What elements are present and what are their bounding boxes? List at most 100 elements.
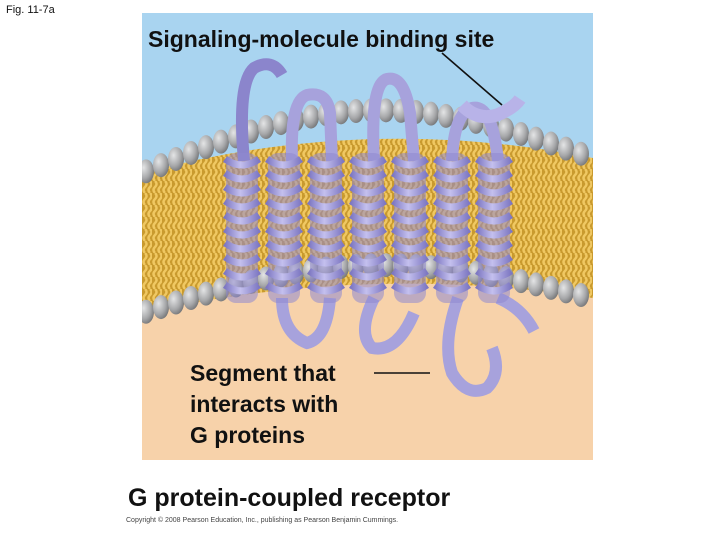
helix-turn — [432, 156, 472, 169]
binding-site-loop — [457, 95, 526, 124]
helix-turn — [348, 268, 388, 281]
phospholipid-head — [438, 103, 454, 128]
receptor-protein — [235, 58, 540, 397]
helix-turn — [306, 156, 346, 169]
helix-turn — [306, 170, 346, 183]
phospholipid-head — [543, 275, 559, 300]
helix-turn — [348, 226, 388, 239]
membrane-diagram — [142, 13, 593, 460]
extracellular-loop — [285, 88, 338, 162]
phospholipid-head — [573, 141, 589, 166]
g-protein-segment-label-line-1: Segment that — [190, 360, 336, 386]
helix-turn — [432, 226, 472, 239]
helix-turn — [306, 198, 346, 211]
phospholipid-head — [153, 153, 169, 178]
helix-turn — [306, 226, 346, 239]
helix-turn — [390, 198, 430, 211]
helix-turn — [474, 198, 514, 211]
helix-turn — [264, 282, 304, 295]
g-protein-segment — [442, 295, 502, 397]
helix-turn — [306, 254, 346, 267]
transmembrane-helix — [222, 153, 262, 303]
phospholipid-head — [558, 279, 574, 304]
phospholipid-head — [198, 135, 214, 160]
helix-turn — [432, 240, 472, 253]
helix-turn — [474, 170, 514, 183]
helix-turn — [264, 198, 304, 211]
helix-turn — [390, 212, 430, 225]
helix-turn — [390, 226, 430, 239]
helix-turn — [432, 254, 472, 267]
transmembrane-helices — [222, 153, 514, 303]
g-protein-segment-label-line-3: G proteins — [190, 422, 306, 448]
helix-turn — [222, 268, 262, 281]
helix-turn — [474, 212, 514, 225]
helix-turn — [432, 170, 472, 183]
phospholipid-head — [378, 98, 394, 123]
phospholipid-head — [513, 269, 529, 294]
helix-turn — [306, 184, 346, 197]
extracellular-loop — [235, 58, 288, 162]
helix-turn — [474, 254, 514, 267]
phospholipid-head — [183, 285, 199, 310]
helix-turn — [222, 254, 262, 267]
helix-turn — [348, 198, 388, 211]
helix-turn — [306, 282, 346, 295]
outer-phospholipid-heads — [142, 98, 589, 184]
intracellular-loop — [359, 295, 420, 355]
helix-turn — [390, 282, 430, 295]
phospholipid-head — [168, 290, 184, 315]
helix-turn — [222, 240, 262, 253]
helix-turn — [264, 240, 304, 253]
phospholipid-head — [333, 100, 349, 125]
phospholipid-head — [498, 117, 514, 142]
binding-site-pointer — [441, 52, 503, 106]
helix-turn — [264, 170, 304, 183]
helix-turn — [348, 184, 388, 197]
helix-turn — [432, 198, 472, 211]
helix-turn — [432, 184, 472, 197]
transmembrane-helix — [474, 153, 514, 303]
copyright-notice: Copyright © 2008 Pearson Education, Inc.… — [126, 517, 399, 524]
helix-turn — [390, 156, 430, 169]
phospholipid-head — [303, 104, 319, 129]
helix-turn — [348, 212, 388, 225]
phospholipid-head — [528, 272, 544, 297]
helix-turn — [390, 268, 430, 281]
phospholipid-head — [423, 101, 439, 126]
helix-turn — [390, 184, 430, 197]
helix-turn — [264, 226, 304, 239]
g-protein-segment-label: Segment that interacts with G proteins — [190, 358, 338, 451]
helix-turn — [222, 184, 262, 197]
helix-turn — [264, 254, 304, 267]
helix-turn — [222, 212, 262, 225]
helix-turn — [264, 184, 304, 197]
transmembrane-helix — [264, 153, 304, 303]
receptor-illustration — [142, 13, 593, 460]
helix-turn — [306, 212, 346, 225]
extracellular-loop — [367, 72, 420, 162]
helix-turn — [264, 156, 304, 169]
phospholipid-head — [543, 131, 559, 156]
phospholipid-head — [528, 126, 544, 151]
figure-id: Fig. 11-7a — [6, 4, 55, 16]
phospholipid-head — [558, 136, 574, 161]
helix-turn — [474, 226, 514, 239]
phospholipid-head — [142, 159, 154, 184]
phospholipid-head — [513, 121, 529, 146]
helix-turn — [474, 240, 514, 253]
helix-turn — [390, 170, 430, 183]
transmembrane-helix — [306, 153, 346, 303]
helix-turn — [222, 282, 262, 295]
helix-turn — [264, 268, 304, 281]
helix-turn — [348, 170, 388, 183]
helix-turn — [474, 268, 514, 281]
helix-turn — [222, 170, 262, 183]
phospholipid-head — [183, 140, 199, 165]
helix-turn — [222, 198, 262, 211]
helix-turn — [474, 156, 514, 169]
transmembrane-helix — [390, 153, 430, 303]
binding-site-label: Signaling-molecule binding site — [148, 26, 495, 52]
phospholipid-head — [168, 146, 184, 171]
helix-turn — [306, 240, 346, 253]
